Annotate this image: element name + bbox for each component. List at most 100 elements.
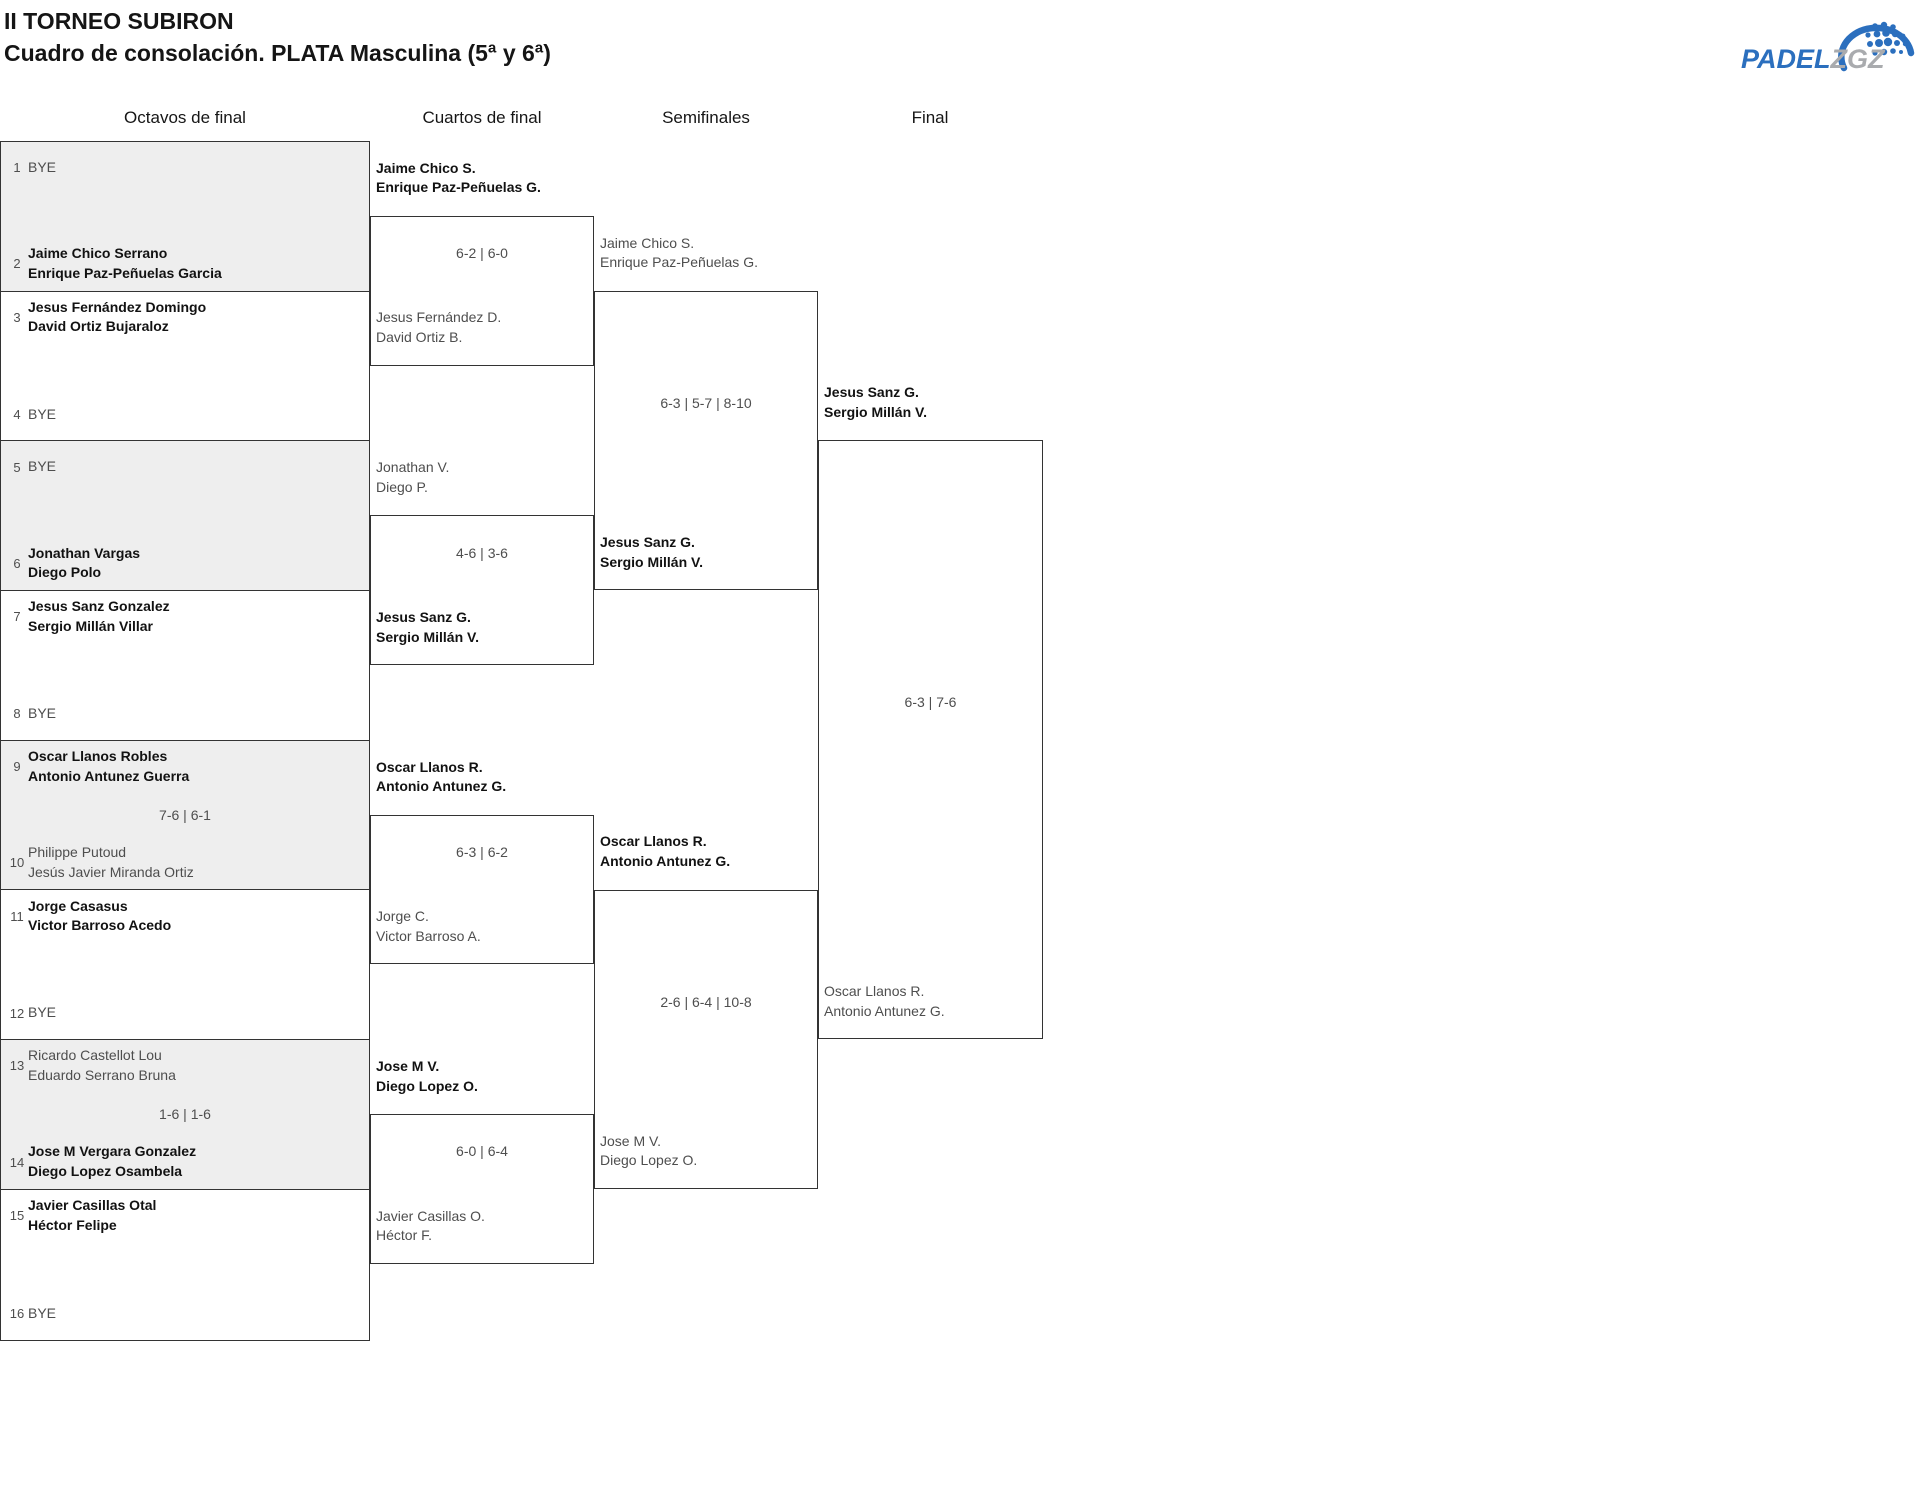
seed-number: 8 [13,706,21,722]
round-header-octavos: Octavos de final [124,108,246,127]
semifinal-top-team: Oscar Llanos R.Antonio Antunez G. [600,832,730,871]
semifinal-match-box [594,290,818,591]
team-name: Sergio Millán V. [600,553,703,570]
team-name: Antonio Antunez Guerra [28,767,190,784]
team-name: Diego Lopez O. [600,1152,698,1169]
team-name: Sergio Millán V. [824,403,927,420]
cuartos-bottom-team: Javier Casillas O. Héctor F. [376,1207,485,1246]
seed-number: 13 [9,1058,25,1074]
team-name: Jorge Casasus [28,897,128,914]
match-score: 2-6 | 6-4 | 10-8 [660,993,752,1010]
seed-number: 15 [9,1208,25,1224]
team-name: Sergio Millán V. [376,628,479,645]
seed-number: 7 [13,609,21,625]
team-name: Oscar Llanos Robles [28,747,168,764]
team-name: BYE [28,159,57,175]
team-name: Jesús Javier Miranda Ortiz [28,863,194,880]
seed-number: 4 [13,407,21,423]
team: BYE [28,1304,56,1324]
padelzgz-logo: PADELZGZ [1741,6,1919,74]
match-score: 1-6 | 1-6 [159,1106,211,1123]
cuartos-match-box [370,814,594,965]
logo-swoosh-icon [1838,21,1915,72]
team-name: BYE [28,1304,57,1321]
seed-number: 1 [13,160,21,176]
cuartos-bottom-team: Jesus Sanz G.Sergio Millán V. [376,608,479,647]
final-match-box [818,440,1043,1040]
team-name: Jesus Fernández D. [376,309,502,326]
cuartos-top-team: Jonathan V.Diego P. [376,458,449,497]
team-name: Diego Lopez O. [376,1077,478,1094]
team-name: Antonio Antunez G. [824,1002,945,1019]
seed-number: 16 [9,1306,25,1322]
team-name: Jesus Sanz G. [600,533,695,550]
team: BYE [28,457,56,477]
team-name: Jose M Vergara Gonzalez [28,1143,197,1160]
team-name: Jaime Chico S. [376,159,476,176]
team-name: Héctor F. [376,1227,433,1244]
final-bottom-team: Oscar Llanos R. Antonio Antunez G. [824,982,945,1021]
seed-number: 6 [13,555,21,571]
team-name: Enrique Paz-Peñuelas G. [376,179,541,196]
team-name: Enrique Paz-Peñuelas G. [600,254,758,271]
team-name: Jaime Chico S. [600,234,695,251]
team-name: Diego Polo [28,564,102,581]
team-name: BYE [28,458,57,475]
team-name: Javier Casillas O. [376,1207,485,1224]
match-score: 6-3 | 6-2 [456,844,508,861]
round-header-cuartos: Cuartos de final [422,108,542,127]
seed-number: 11 [10,908,24,924]
semifinal-top-team: Jaime Chico S. Enrique Paz-Peñuelas G. [600,234,758,273]
team-name: Jesus Sanz G. [824,384,919,401]
seed-number: 2 [13,256,21,272]
tournament-title: II TORNEO SUBIRON [4,8,234,34]
round-header-semifinales: Semifinales [662,108,750,127]
team: BYE [28,704,56,724]
match-score: 6-3 | 5-7 | 8-10 [660,394,752,411]
match-score: 6-2 | 6-0 [456,245,508,262]
team-name: Jesus Fernández Domingo [28,298,207,315]
team-name: Héctor Felipe [28,1216,117,1233]
seed-row: 1 BYE [1,158,369,178]
logo-brand-secondary: ZGZ [1830,44,1885,74]
team-name: Oscar Llanos R. [600,833,707,850]
team-name: Ricardo Castellot Lou [28,1047,162,1064]
round-header-final: Final [911,108,949,127]
cuartos-top-team: Jose M V.Diego Lopez O. [376,1057,478,1096]
seed-number: 12 [9,1005,25,1021]
team-name: Victor Barroso Acedo [28,917,172,934]
logo-brand-primary: PADEL [1741,44,1831,74]
match-score: 7-6 | 6-1 [159,806,211,823]
logo-wordmark: PADELZGZ [1741,46,1885,73]
semifinal-bottom-team: Jose M V.Diego Lopez O. [600,1132,697,1171]
team-name: Victor Barroso A. [376,927,481,944]
team-name: Oscar Llanos R. [376,758,483,775]
team-name: Philippe Putoud [28,844,127,861]
team-name: BYE [28,405,57,422]
team-name: BYE [28,705,57,722]
team-name: Oscar Llanos R. [824,983,925,1000]
team-name: Jaime Chico Serrano [28,245,168,262]
